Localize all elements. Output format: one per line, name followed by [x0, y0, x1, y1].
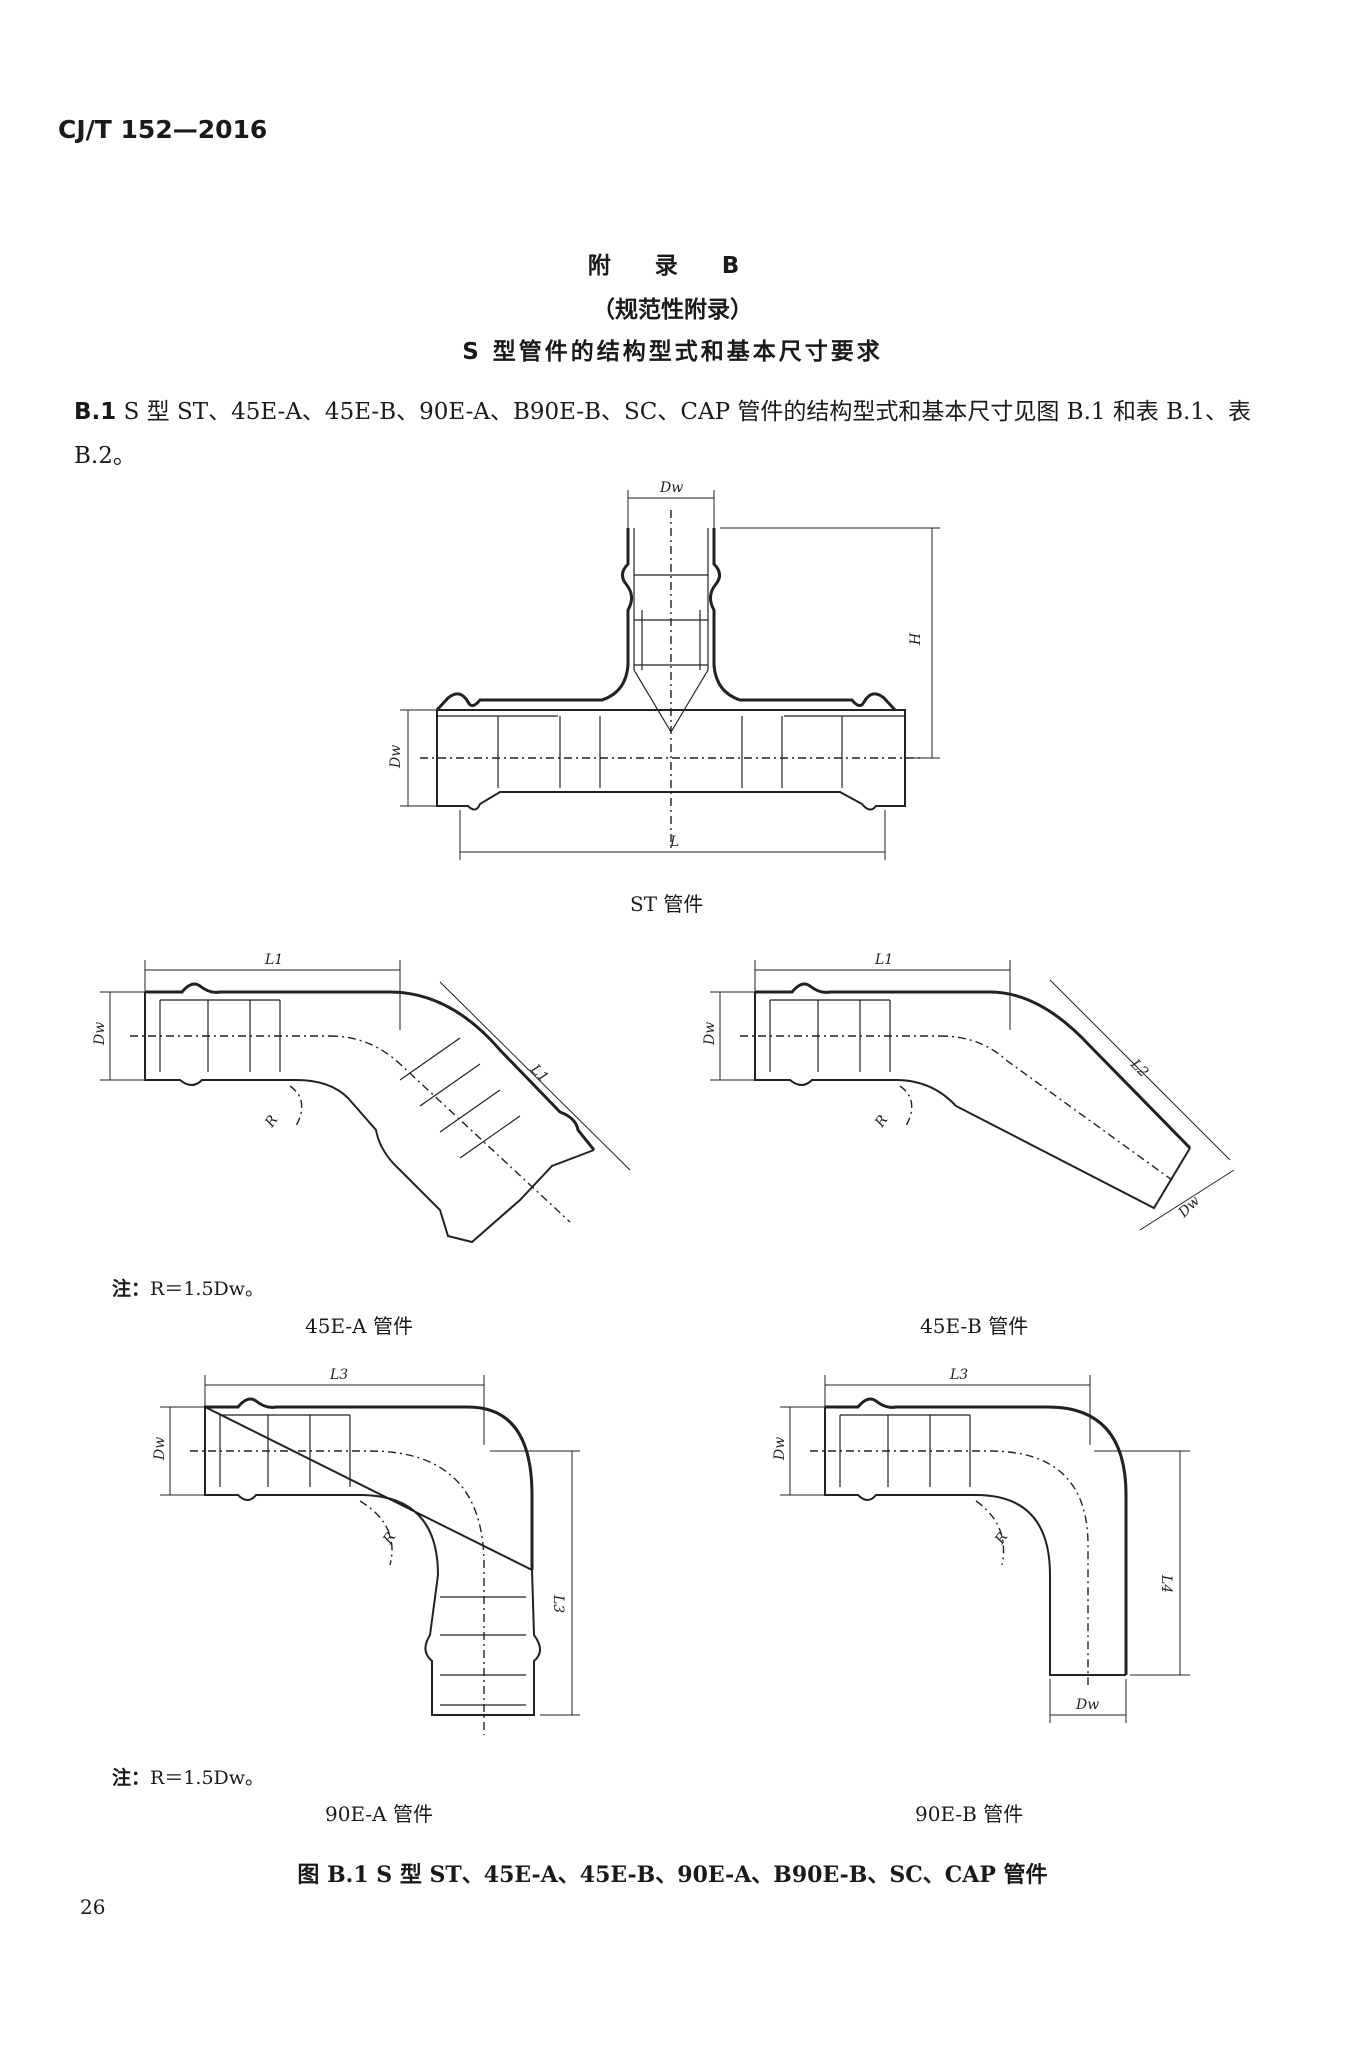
clause-text: S 型 ST、45E-A、45E-B、90E-A、B90E-B、SC、CAP 管…: [74, 399, 1251, 469]
e45b-r-label: R: [872, 1112, 892, 1131]
e90b-fitting-drawing: L3 Dw L4 Dw R: [772, 1367, 1190, 1723]
st-l-label: L: [669, 834, 679, 850]
note-2: 注：R＝1.5Dw。: [112, 1763, 264, 1790]
figure-caption: 图 B.1 S 型 ST、45E-A、45E-B、90E-A、B90E-B、SC…: [297, 1862, 1048, 1888]
e90a-dw-label: Dw: [152, 1437, 168, 1461]
note-2-text: R＝1.5Dw。: [150, 1767, 265, 1789]
st-dw-side-label: Dw: [388, 745, 404, 769]
document-code: CJ/T 152—2016: [58, 115, 268, 144]
e90b-fitting-caption: 90E-B 管件: [915, 1802, 1024, 1826]
e90a-fitting-caption: 90E-A 管件: [325, 1802, 433, 1826]
st-dw-top-label: Dw: [659, 480, 683, 496]
e45b-l1-label: L1: [874, 952, 893, 968]
e90b-l4-label: L4: [1158, 1574, 1174, 1593]
e90b-l3-label: L3: [949, 1367, 968, 1383]
e45a-r-label: R: [262, 1112, 282, 1131]
e90a-l3a-label: L3: [329, 1367, 348, 1383]
e45b-fitting-caption: 45E-B 管件: [920, 1314, 1029, 1338]
st-fitting-caption: ST 管件: [630, 892, 704, 916]
e45b-dw-label: Dw: [702, 1022, 718, 1046]
e90a-l3b-label: L3: [550, 1594, 566, 1613]
e45b-dw-end-label: Dw: [1175, 1193, 1203, 1221]
e45a-dw-label: Dw: [92, 1022, 108, 1046]
appendix-subject: S 型管件的结构型式和基本尺寸要求: [462, 339, 883, 365]
note-1-label: 注：: [112, 1278, 151, 1300]
e45a-fitting-caption: 45E-A 管件: [305, 1314, 413, 1338]
e45b-fitting-drawing: L1 Dw L2 Dw R: [702, 952, 1235, 1231]
clause-number: B.1: [74, 399, 117, 425]
st-h-label: H: [908, 632, 924, 646]
note-1-text: R＝1.5Dw。: [150, 1278, 265, 1300]
clause-paragraph: B.1 S 型 ST、45E-A、45E-B、90E-A、B90E-B、SC、C…: [74, 390, 1284, 478]
appendix-nature: （规范性附录）: [592, 297, 753, 323]
e45a-l1a-label: L1: [264, 952, 283, 968]
note-1: 注：R＝1.5Dw。: [112, 1274, 264, 1301]
e90a-r-label: R: [380, 1529, 400, 1548]
e45a-fitting-drawing: L1 Dw L1 R: [92, 952, 631, 1244]
e90b-dw-end-label: Dw: [1075, 1697, 1099, 1713]
page-number: 26: [80, 1895, 106, 1919]
e90a-fitting-drawing: L3 Dw L3 R: [152, 1367, 580, 1735]
e90b-r-label: R: [992, 1529, 1012, 1548]
st-fitting-drawing: Dw H Dw L: [388, 480, 940, 860]
e90b-dw-label: Dw: [772, 1437, 788, 1461]
note-2-label: 注：: [112, 1767, 151, 1789]
appendix-title: 附 录 B: [587, 253, 758, 279]
